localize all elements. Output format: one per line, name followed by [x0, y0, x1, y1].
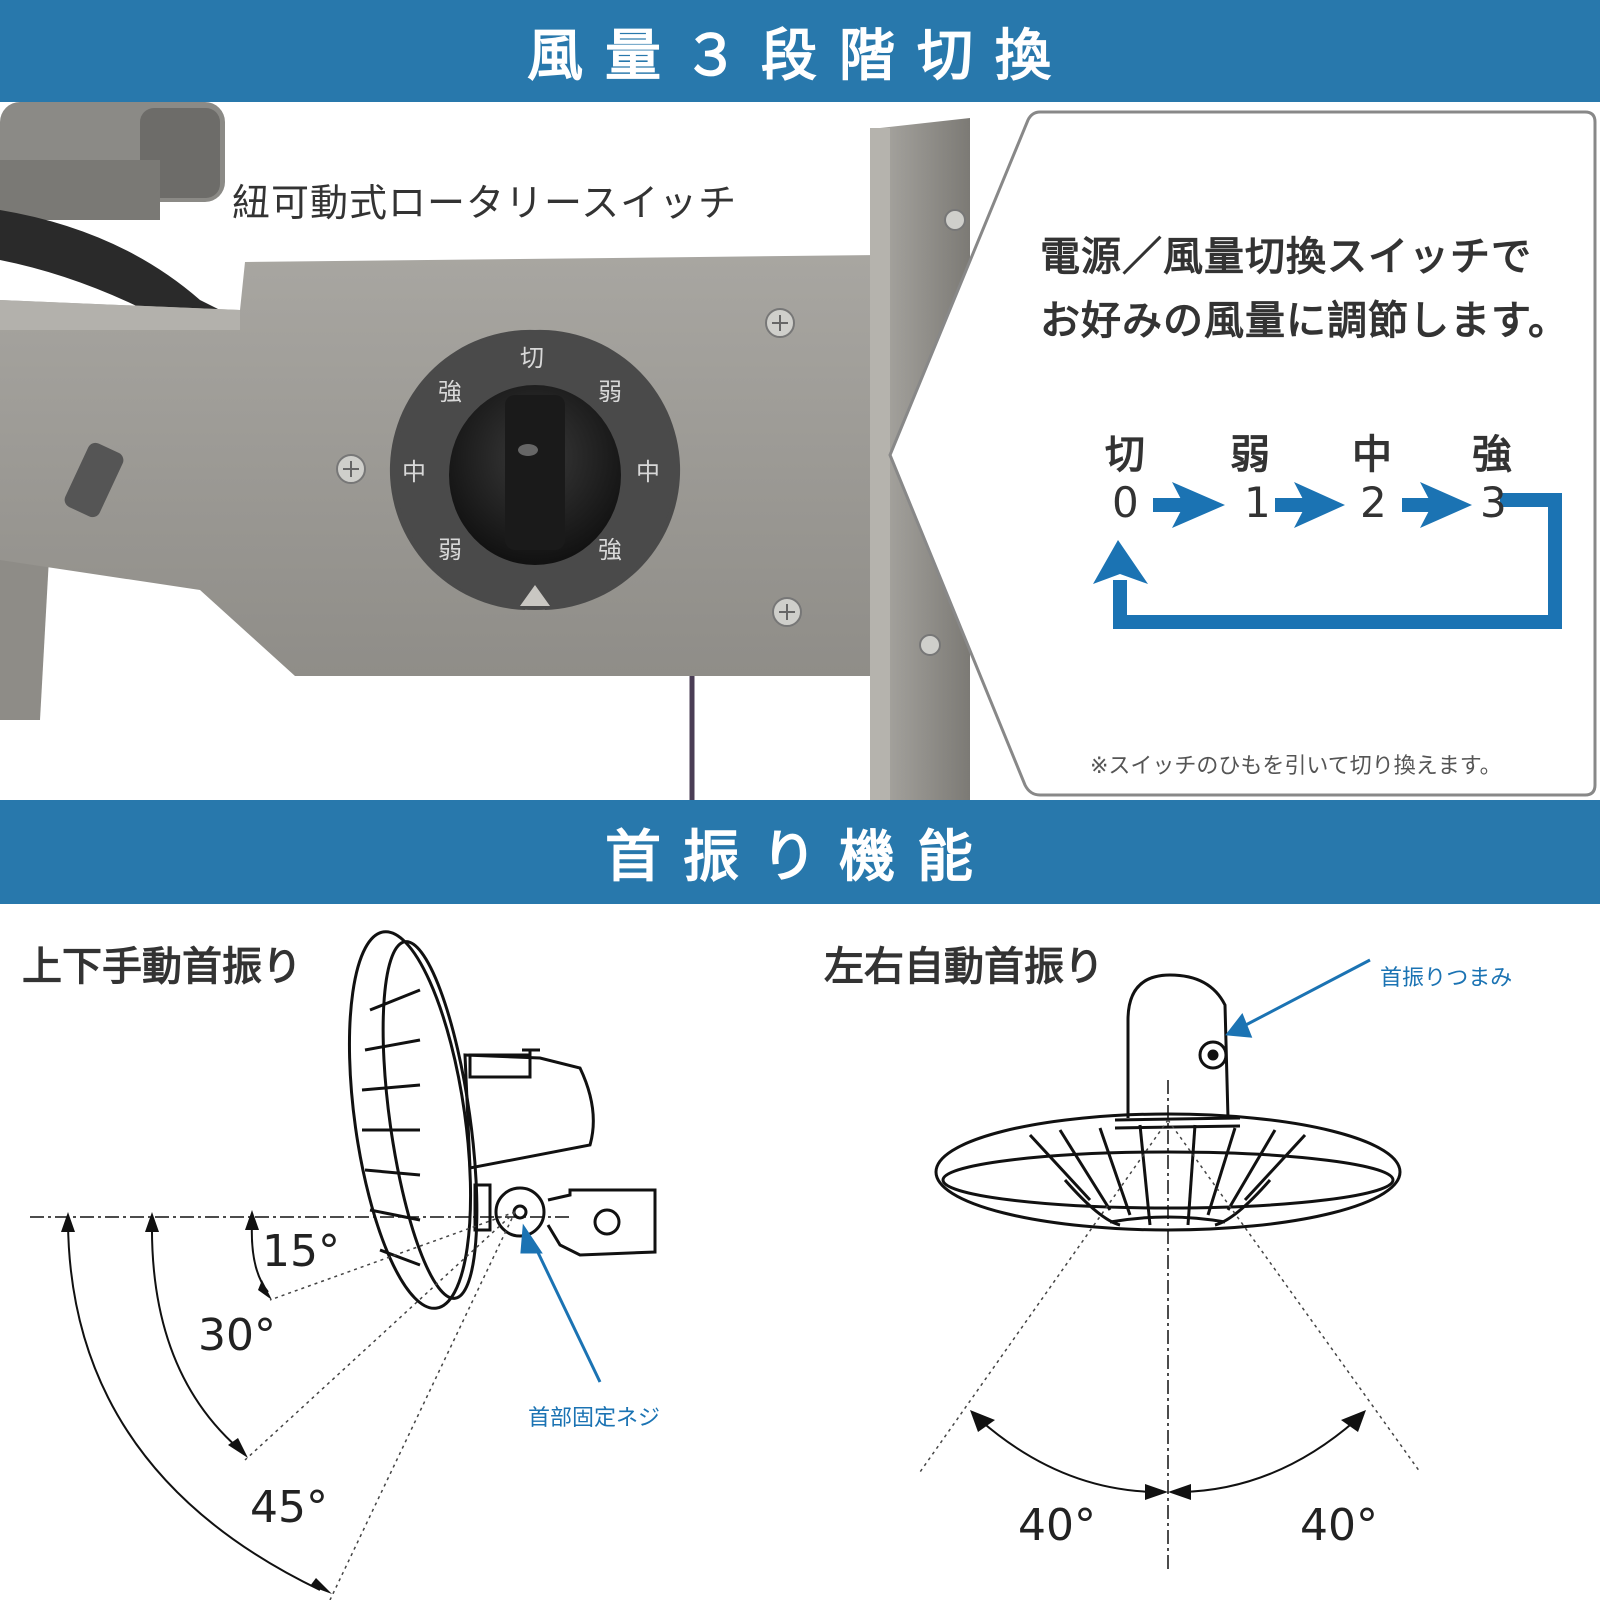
- step-label-off: 切: [1105, 432, 1145, 478]
- step-label-high: 強: [1472, 432, 1512, 478]
- dial-label-high-right: 強: [598, 536, 622, 564]
- tilt-angle-45: 45°: [250, 1482, 328, 1533]
- step-number-2: 2: [1360, 478, 1387, 527]
- dial-label-high-left: 強: [438, 378, 462, 406]
- vertical-tilt-title: 上下手動首振り: [22, 944, 302, 990]
- section-banner-wind-speed: 風量３段階切換: [0, 0, 1600, 102]
- swing-angle-left: 40°: [1018, 1500, 1096, 1551]
- step-label-mid: 中: [1352, 432, 1392, 478]
- step-label-low: 弱: [1230, 432, 1270, 478]
- horizontal-swing-diagram: [919, 958, 1421, 1570]
- section-title: 首振り機能: [605, 824, 995, 890]
- step-number-1: 1: [1244, 478, 1271, 527]
- tilt-angle-15: 15°: [262, 1226, 340, 1277]
- callout-line-1: 電源／風量切換スイッチで: [1040, 234, 1532, 280]
- step-number-0: 0: [1112, 478, 1139, 527]
- callout-line-2: お好みの風量に調節します。: [1040, 298, 1569, 344]
- vertical-tilt-diagram: [30, 930, 657, 1600]
- step-number-3: 3: [1480, 478, 1507, 527]
- dial-label-off: 切: [520, 344, 544, 372]
- tilt-angle-30: 30°: [198, 1310, 276, 1361]
- dial-labels: 切 弱 中 強 弱 中 強: [0, 102, 975, 800]
- dial-label-low-left: 弱: [438, 536, 462, 564]
- neck-screw-label: 首部固定ネジ: [528, 1406, 661, 1431]
- horizontal-swing-title: 左右自動首振り: [824, 944, 1104, 990]
- section-banner-oscillation: 首振り機能: [0, 800, 1600, 904]
- dial-label-low-right: 弱: [598, 378, 622, 406]
- dial-label-mid-left: 中: [402, 458, 426, 486]
- callout-description: 電源／風量切換スイッチで お好みの風量に調節します。: [1040, 225, 1569, 353]
- section-title: 風量３段階切換: [527, 23, 1073, 89]
- rotary-switch-label: 紐可動式ロータリースイッチ: [232, 181, 738, 225]
- swing-angle-right: 40°: [1300, 1500, 1378, 1551]
- oscillation-knob-label: 首振りつまみ: [1380, 966, 1513, 991]
- dial-label-mid-right: 中: [636, 458, 660, 486]
- pull-cord-note: ※スイッチのひもを引いて切り換えます。: [1090, 754, 1502, 779]
